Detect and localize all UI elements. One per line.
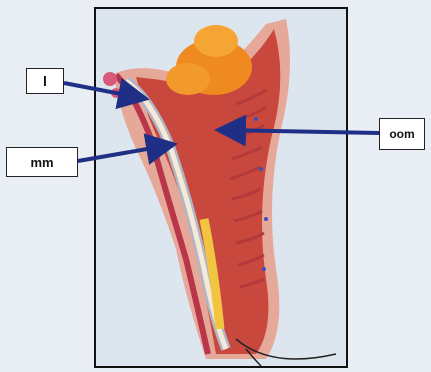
anatomical-illustration (96, 9, 346, 366)
nodule (103, 72, 117, 86)
fat-lobule (194, 25, 238, 57)
fat-lobule (166, 63, 210, 95)
label-l: l (26, 68, 64, 94)
label-mm: mm (6, 147, 78, 177)
anatomy-figure (94, 7, 348, 368)
label-oom: oom (379, 118, 425, 150)
nodule (111, 88, 121, 98)
